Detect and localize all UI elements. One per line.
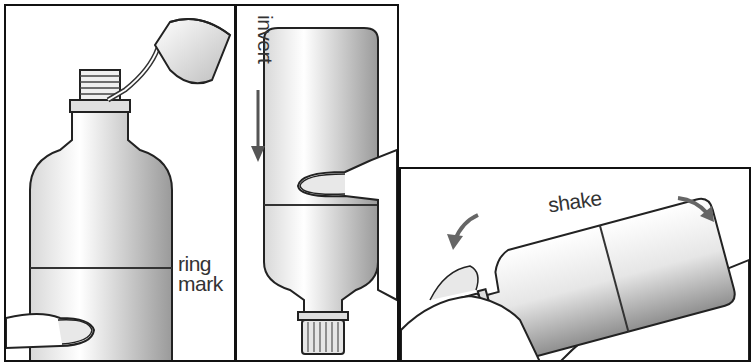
shake-panel [401, 196, 749, 360]
invert-panel [251, 28, 397, 354]
pour-panel [6, 19, 230, 360]
part-label: ring mark [178, 254, 234, 294]
action-label: invert [255, 15, 275, 85]
